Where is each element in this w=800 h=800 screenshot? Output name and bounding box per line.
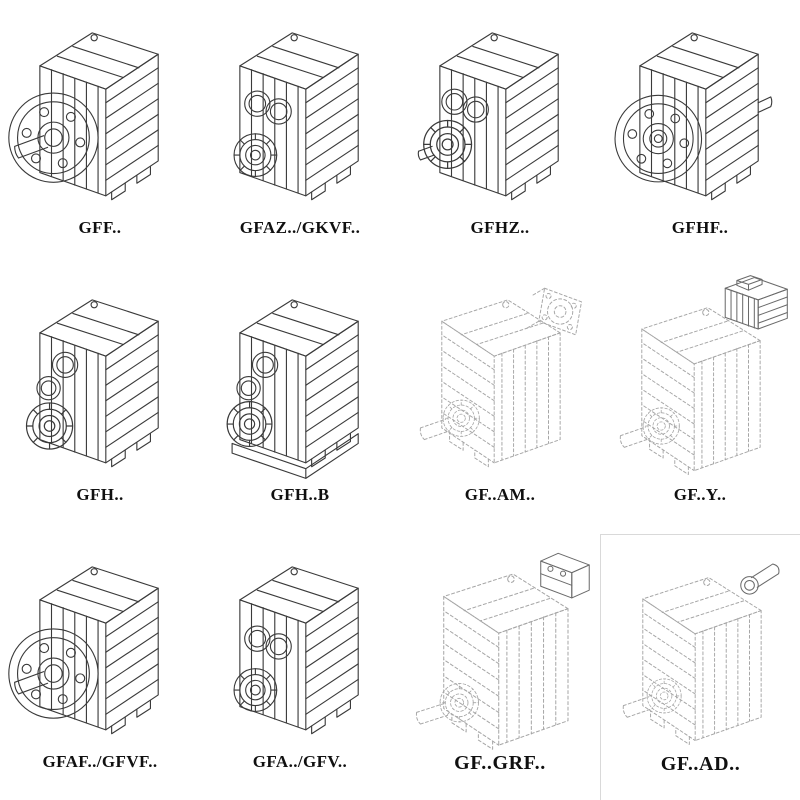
gearbox-model-label: GFA../GFV.. bbox=[252, 752, 348, 771]
gearbox-model-label: GFHZ.. bbox=[470, 218, 530, 237]
gearbox-cell: GF..Y.. bbox=[600, 267, 800, 534]
gearbox-model-label: GF..GRF.. bbox=[454, 752, 546, 774]
gearbox-model-label: GF..AD.. bbox=[660, 753, 741, 775]
gearbox-cell: GFHZ.. bbox=[400, 0, 600, 267]
gearbox-model-label: GFAF../GFVF.. bbox=[42, 752, 158, 771]
gearbox-cell: GFF.. bbox=[0, 0, 200, 267]
flange-gearbox-drawing bbox=[614, 32, 773, 201]
gearbox-input-adapter-drawing bbox=[415, 552, 590, 750]
shaft-mounted-gearbox-drawing bbox=[233, 32, 359, 201]
shaft-mounted-gearbox-drawing bbox=[233, 566, 359, 735]
gearbox-cell: GFAF../GFVF.. bbox=[0, 534, 200, 800]
hollow-shaft-gearbox-drawing bbox=[417, 32, 559, 201]
motor bbox=[724, 275, 788, 330]
foot-mounted-gearbox-drawing bbox=[25, 299, 159, 468]
gearbox-cell: GFH.. bbox=[0, 267, 200, 534]
gearbox-cell: GFHF.. bbox=[600, 0, 800, 267]
gearbox-model-label: GF..Y.. bbox=[673, 485, 727, 504]
gearbox-input-shaft-drawing bbox=[622, 563, 779, 745]
gearbox-model-label: GFF.. bbox=[78, 218, 122, 237]
input-shaft bbox=[739, 563, 779, 595]
gearbox-model-label: GFH.. bbox=[76, 485, 124, 504]
gearbox-cell: GFAZ../GKVF.. bbox=[200, 0, 400, 267]
input-flange bbox=[526, 287, 582, 336]
gearbox-model-label: GFH..B bbox=[270, 485, 330, 504]
gearbox-model-label: GFHF.. bbox=[671, 218, 729, 237]
gearbox-cell: GF..AM.. bbox=[400, 267, 600, 534]
gearbox-model-label: GF..AM.. bbox=[464, 485, 536, 504]
flange-output-gearbox-drawing bbox=[8, 566, 159, 735]
gearbox-cell: GFA../GFV.. bbox=[200, 534, 400, 800]
flange-output-gearbox-drawing bbox=[8, 32, 159, 201]
gearbox-cell: GFH..B bbox=[200, 267, 400, 534]
gearbox-motor-adapter-drawing bbox=[419, 287, 582, 468]
input-adapter bbox=[540, 552, 590, 599]
foot-mounted-base-gearbox-drawing bbox=[226, 299, 359, 479]
gearbox-model-label: GFAZ../GKVF.. bbox=[239, 218, 361, 237]
gearbox-cell: GF..GRF.. bbox=[400, 534, 600, 800]
gearbox-cell: GF..AD.. bbox=[600, 534, 800, 800]
gearbox-with-motor-drawing bbox=[619, 275, 788, 475]
